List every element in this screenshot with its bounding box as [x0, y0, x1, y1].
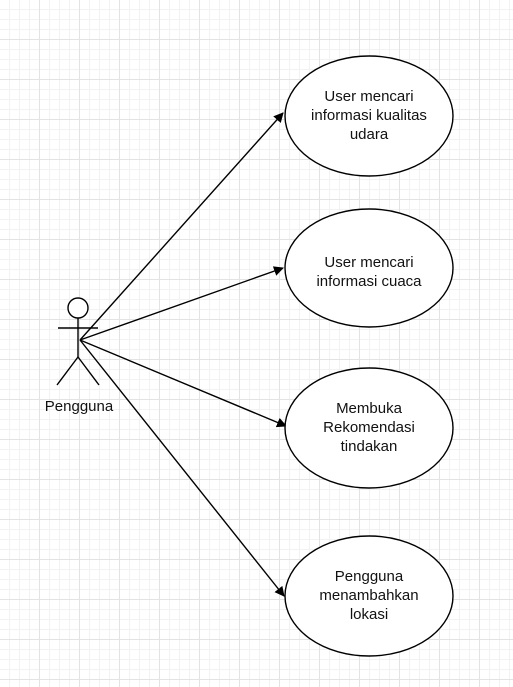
actor-head	[67, 297, 89, 319]
use-case-line: Pengguna	[334, 568, 404, 585]
actor-right-leg	[77, 356, 100, 386]
use-case-line: informasi kualitas	[311, 107, 427, 124]
use-case-ellipse-uc3[interactable]	[284, 367, 454, 489]
use-case-label-uc3: Membuka Rekomendasi tindakan	[285, 399, 453, 456]
use-case-line: informasi cuaca	[316, 273, 422, 290]
actor-stick-figure[interactable]	[56, 297, 100, 386]
association-arrow-uc3	[79, 339, 287, 428]
use-case-ellipse-uc1[interactable]	[284, 55, 454, 177]
association-arrow-uc2	[79, 266, 284, 341]
use-case-label-uc2: User mencari informasi cuaca	[285, 253, 453, 291]
use-case-label-uc1: User mencari informasi kualitas udara	[285, 87, 453, 144]
use-case-ellipse-uc2[interactable]	[284, 208, 454, 328]
association-arrow-uc1	[79, 112, 284, 341]
actor-label: Pengguna	[44, 398, 114, 415]
use-case-line: Membuka	[336, 400, 402, 417]
use-case-line: lokasi	[349, 606, 389, 623]
use-case-line: udara	[349, 126, 389, 143]
use-case-label-uc4: Pengguna menambahkan lokasi	[285, 567, 453, 624]
use-case-line: Rekomendasi	[323, 419, 415, 436]
use-case-line: menambahkan	[319, 587, 419, 604]
use-case-line: User mencari	[324, 88, 414, 105]
use-case-line: User mencari	[324, 254, 414, 271]
use-case-line: tindakan	[340, 438, 398, 455]
actor-left-leg	[56, 356, 79, 386]
association-arrow-uc4	[79, 339, 285, 597]
use-case-ellipse-uc4[interactable]	[284, 535, 454, 657]
